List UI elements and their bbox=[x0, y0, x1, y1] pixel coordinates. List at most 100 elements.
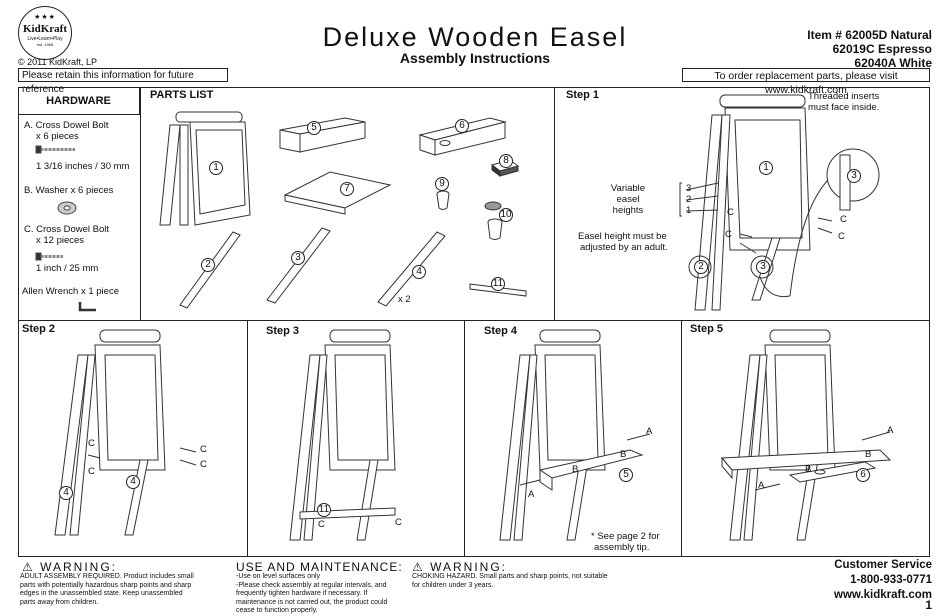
divider bbox=[681, 320, 682, 557]
retain-notice: Please retain this information for futur… bbox=[18, 68, 228, 95]
warning-2-line: for children under 3 years. bbox=[412, 581, 494, 589]
warning-2-title: ⚠ WARNING: bbox=[412, 560, 507, 574]
step-4-title: Step 4 bbox=[484, 325, 518, 337]
logo-est: est. 1968 bbox=[36, 42, 54, 47]
step-2-part-4: 4 bbox=[126, 475, 140, 489]
hardware-c-line1: C. Cross Dowel Bolt bbox=[24, 224, 109, 235]
hardware-a-size: 1 3/16 inches / 30 mm bbox=[36, 161, 130, 172]
step-1-height-2: 2 bbox=[686, 194, 692, 205]
step-5-b-label: B bbox=[865, 449, 872, 460]
part-number-11: 11 bbox=[491, 277, 505, 291]
step-4-note-line2: assembly tip. bbox=[594, 542, 650, 553]
part-number-10: 10 bbox=[499, 208, 513, 222]
part-number-9: 9 bbox=[435, 177, 449, 191]
step-2-c-label: C bbox=[88, 466, 95, 477]
use-line: -Use on level surfaces only bbox=[236, 573, 321, 580]
use-line: frequently tighten hardware if necessary… bbox=[236, 590, 368, 597]
step-5-a-label: A bbox=[758, 480, 765, 491]
step-2-c-label: C bbox=[88, 438, 95, 449]
step-1-c-label: C bbox=[727, 207, 734, 218]
divider bbox=[554, 87, 555, 320]
step-4-a-label: A bbox=[646, 426, 653, 437]
step-2-c-label: C bbox=[200, 459, 207, 470]
use-line: cease to function properly. bbox=[236, 607, 318, 614]
part-number-6: 6 bbox=[455, 119, 469, 133]
warning-title: ⚠ WARNING: bbox=[22, 560, 117, 574]
copyright: © 2011 KidKraft, LP bbox=[18, 57, 98, 67]
customer-service-title: Customer Service bbox=[834, 559, 932, 571]
customer-service-phone: 1-800-933-0771 bbox=[850, 574, 932, 586]
step-5-a-label: A bbox=[887, 425, 894, 436]
item-line-1: Item # 62005D Natural bbox=[807, 28, 932, 42]
warning-title-text: WARNING: bbox=[40, 560, 117, 574]
logo-brand: KidKraft bbox=[23, 23, 67, 35]
step-1-c-label: C bbox=[725, 229, 732, 240]
step-2-c-label: C bbox=[200, 444, 207, 455]
item-line-3: 62040A White bbox=[854, 56, 932, 70]
step-3-part-11: 11 bbox=[317, 503, 331, 517]
part-number-3: 3 bbox=[291, 251, 305, 265]
part-number-5: 5 bbox=[307, 121, 321, 135]
step-3-c-label: C bbox=[395, 517, 402, 528]
step-5-part-6: 6 bbox=[856, 468, 870, 482]
step-1-variable-line3: heights bbox=[612, 205, 644, 216]
customer-service: Customer Service 1-800-933-0771 www.kidk… bbox=[834, 558, 932, 603]
step-3-title: Step 3 bbox=[266, 325, 300, 337]
step-1-variable-line1: Variable bbox=[610, 183, 646, 194]
item-line-2: 62019C Espresso bbox=[832, 42, 932, 56]
warning-line: ADULT ASSEMBLY REQUIRED. Product include… bbox=[20, 573, 194, 580]
parts-list-title: PARTS LIST bbox=[150, 89, 214, 101]
step-1-variable-line2: easel bbox=[616, 194, 640, 205]
part-number-2: 2 bbox=[201, 258, 215, 272]
warning-icon: ⚠ bbox=[22, 560, 35, 574]
warning-line: parts away from children. bbox=[20, 598, 99, 606]
step-1-threaded-line1: Threaded inserts bbox=[808, 91, 880, 102]
step-1-adult-line2: adjusted by an adult. bbox=[580, 242, 668, 253]
step-4-b-label: B bbox=[572, 464, 579, 475]
divider bbox=[140, 87, 141, 320]
logo-tagline: Live•Learn•Play bbox=[27, 36, 63, 42]
parts-x2-label: x 2 bbox=[398, 294, 411, 305]
step-2-part-4: 4 bbox=[59, 486, 73, 500]
warning-2-line: CHOKING HAZARD. Small parts and sharp po… bbox=[412, 573, 608, 580]
page-number: 1 bbox=[925, 598, 932, 612]
step-5-title: Step 5 bbox=[690, 323, 724, 335]
use-line: -Please check assembly at regular interv… bbox=[236, 581, 387, 589]
hardware-title: HARDWARE bbox=[18, 87, 140, 115]
step-1-height-3: 3 bbox=[686, 183, 692, 194]
step-4-part-5: 5 bbox=[619, 468, 633, 482]
hardware-c-line2: x 12 pieces bbox=[36, 235, 85, 246]
warning-icon: ⚠ bbox=[412, 560, 425, 574]
step-1-part-1: 1 bbox=[759, 161, 773, 175]
warning-2-text: CHOKING HAZARD. Small parts and sharp po… bbox=[412, 573, 608, 590]
step-1-part-3-callout: 3 bbox=[847, 169, 861, 183]
step-1-height-1: 1 bbox=[686, 205, 692, 216]
step-1-part-3: 3 bbox=[756, 260, 770, 274]
divider bbox=[247, 320, 248, 557]
step-1-c-label: C bbox=[840, 214, 847, 225]
divider bbox=[464, 320, 465, 557]
step-2-title: Step 2 bbox=[22, 323, 56, 335]
page-title: Deluxe Wooden Easel bbox=[322, 22, 628, 52]
kidkraft-logo: ★★★ KidKraft Live•Learn•Play est. 1968 bbox=[18, 6, 72, 60]
step-3-c-label: C bbox=[318, 519, 325, 530]
step-1-threaded-line2: must face inside. bbox=[808, 102, 880, 113]
step-1-title: Step 1 bbox=[566, 89, 600, 101]
use-text: -Use on level surfaces only -Please chec… bbox=[236, 573, 387, 616]
step-1-c-label: C bbox=[838, 231, 845, 242]
warning-text: ADULT ASSEMBLY REQUIRED. Product include… bbox=[20, 573, 194, 607]
warning-line: parts with potentially hazardous sharp p… bbox=[20, 581, 192, 589]
customer-service-web: www.kidkraft.com bbox=[834, 589, 932, 601]
item-numbers: Item # 62005D Natural 62019C Espresso 62… bbox=[807, 28, 932, 70]
warning-2-title-text: WARNING: bbox=[430, 560, 507, 574]
hardware-c-size: 1 inch / 25 mm bbox=[36, 263, 99, 274]
star-icon: ★★★ bbox=[34, 14, 56, 21]
hardware-b: B. Washer x 6 pieces bbox=[24, 185, 114, 196]
hardware-a-line2: x 6 pieces bbox=[36, 131, 79, 142]
part-number-7: 7 bbox=[340, 182, 354, 196]
step-4-a-label: A bbox=[528, 489, 535, 500]
step-4-note-line1: * See page 2 for bbox=[591, 531, 660, 542]
part-number-8: 8 bbox=[499, 154, 513, 168]
use-title: USE AND MAINTENANCE: bbox=[236, 560, 403, 574]
hardware-a-line1: A. Cross Dowel Bolt bbox=[24, 120, 109, 131]
